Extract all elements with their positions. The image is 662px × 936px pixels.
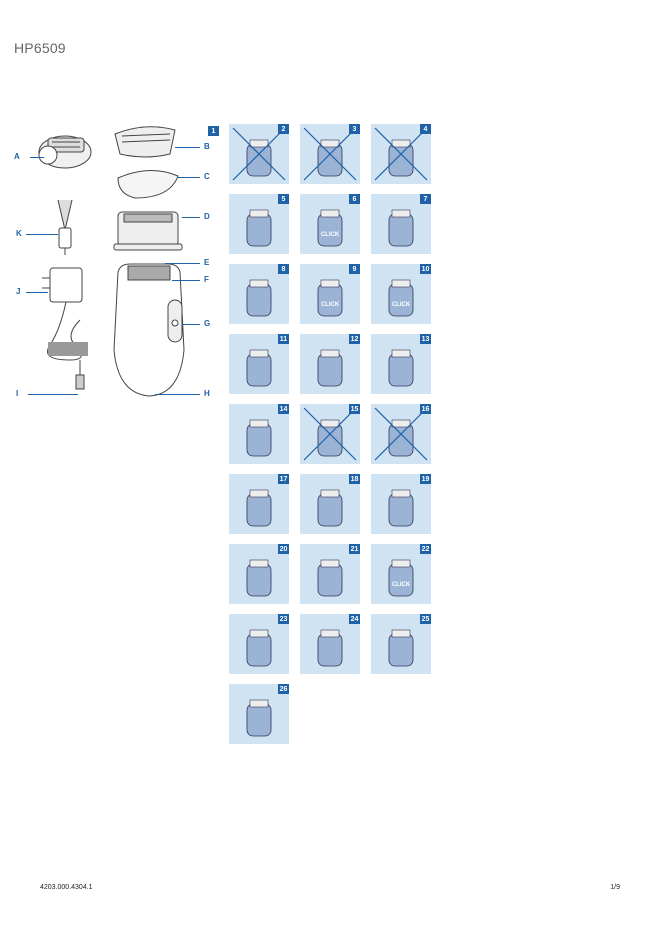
- label-k: K: [16, 229, 22, 238]
- step-panel: 26: [229, 684, 289, 744]
- step-number-badge: 4: [420, 124, 431, 134]
- step-number-badge: 9: [349, 264, 360, 274]
- step-number-badge: 12: [349, 334, 360, 344]
- step-panel: CLICK 22: [371, 544, 431, 604]
- step-number-badge: 26: [278, 684, 289, 694]
- part-b-illustration: [114, 126, 176, 158]
- step-panel: 4: [371, 124, 431, 184]
- click-label: CLICK: [392, 302, 411, 308]
- step-panel: 11: [229, 334, 289, 394]
- step-panel: 24: [300, 614, 360, 674]
- step-number-badge: 5: [278, 194, 289, 204]
- step-panel: 17: [229, 474, 289, 534]
- label-h: H: [204, 389, 210, 398]
- step-number-badge: 25: [420, 614, 431, 624]
- step-illustration: [246, 209, 272, 247]
- step-panel: CLICK 9: [300, 264, 360, 324]
- step-panel: 8: [229, 264, 289, 324]
- step-panel: 20: [229, 544, 289, 604]
- step-illustration: CLICK: [317, 209, 343, 247]
- step-panel: 13: [371, 334, 431, 394]
- epilator-parts-illustration: [38, 126, 185, 397]
- step-illustration: [388, 349, 414, 387]
- step-number-badge: 18: [349, 474, 360, 484]
- step-panel: 15: [300, 404, 360, 464]
- step-illustration: [317, 489, 343, 527]
- step-number-badge: 10: [420, 264, 431, 274]
- figure-number-badge: 1: [208, 126, 219, 136]
- step-number-badge: 16: [420, 404, 431, 414]
- click-label: CLICK: [321, 302, 340, 308]
- step-number-badge: 6: [349, 194, 360, 204]
- step-number-badge: 3: [349, 124, 360, 134]
- step-illustration: [388, 489, 414, 527]
- label-j: J: [16, 287, 21, 296]
- step-number-badge: 7: [420, 194, 431, 204]
- step-illustration: CLICK: [388, 279, 414, 317]
- step-panel: CLICK 6: [300, 194, 360, 254]
- step-illustration: [246, 699, 272, 737]
- step-number-badge: 2: [278, 124, 289, 134]
- step-panel: 23: [229, 614, 289, 674]
- label-a: A: [14, 152, 20, 161]
- step-illustration: [374, 407, 428, 461]
- step-number-badge: 11: [278, 334, 289, 344]
- step-panel: CLICK 10: [371, 264, 431, 324]
- part-k-illustration: [57, 199, 73, 255]
- step-panel: 21: [300, 544, 360, 604]
- step-illustration: [317, 629, 343, 667]
- step-panel: 19: [371, 474, 431, 534]
- step-illustration: [246, 349, 272, 387]
- step-panel: 3: [300, 124, 360, 184]
- step-panel: 14: [229, 404, 289, 464]
- step-panel: 7: [371, 194, 431, 254]
- step-illustration: CLICK: [317, 279, 343, 317]
- step-number-badge: 21: [349, 544, 360, 554]
- step-number-badge: 20: [278, 544, 289, 554]
- label-g: G: [204, 319, 211, 328]
- label-d: D: [204, 212, 210, 221]
- page-number: 1/9: [610, 884, 620, 891]
- step-panel: 18: [300, 474, 360, 534]
- part-d-illustration: [113, 211, 183, 251]
- step-panel: 25: [371, 614, 431, 674]
- step-panel: 12: [300, 334, 360, 394]
- part-j-illustration: [42, 267, 88, 390]
- model-title: HP6509: [14, 40, 66, 56]
- step-number-badge: 17: [278, 474, 289, 484]
- step-panel: 16: [371, 404, 431, 464]
- step-number-badge: 22: [420, 544, 431, 554]
- step-illustration: [317, 559, 343, 597]
- label-i: I: [16, 389, 19, 398]
- epilator-body-illustration: [113, 263, 185, 397]
- parts-overview-figure: 1: [10, 120, 225, 410]
- step-number-badge: 24: [349, 614, 360, 624]
- label-c: C: [204, 172, 210, 181]
- step-number-badge: 15: [349, 404, 360, 414]
- step-illustration: [246, 419, 272, 457]
- step-illustration: [246, 489, 272, 527]
- step-number-badge: 23: [278, 614, 289, 624]
- label-e: E: [204, 258, 210, 267]
- step-illustration: [246, 559, 272, 597]
- step-number-badge: 8: [278, 264, 289, 274]
- click-label: CLICK: [392, 582, 411, 588]
- step-illustration: [246, 629, 272, 667]
- step-illustration: [388, 209, 414, 247]
- step-panel: 5: [229, 194, 289, 254]
- label-f: F: [204, 275, 209, 284]
- click-label: CLICK: [321, 232, 340, 238]
- step-illustration: CLICK: [388, 559, 414, 597]
- step-number-badge: 13: [420, 334, 431, 344]
- step-panel: 2: [229, 124, 289, 184]
- step-illustration: [388, 629, 414, 667]
- step-illustration: [317, 349, 343, 387]
- step-number-badge: 19: [420, 474, 431, 484]
- part-a-illustration: [38, 135, 92, 169]
- step-illustration: [246, 279, 272, 317]
- step-illustration: [374, 127, 428, 181]
- label-b: B: [204, 142, 210, 151]
- document-number: 4203.000.4304.1: [40, 884, 93, 891]
- step-number-badge: 14: [278, 404, 289, 414]
